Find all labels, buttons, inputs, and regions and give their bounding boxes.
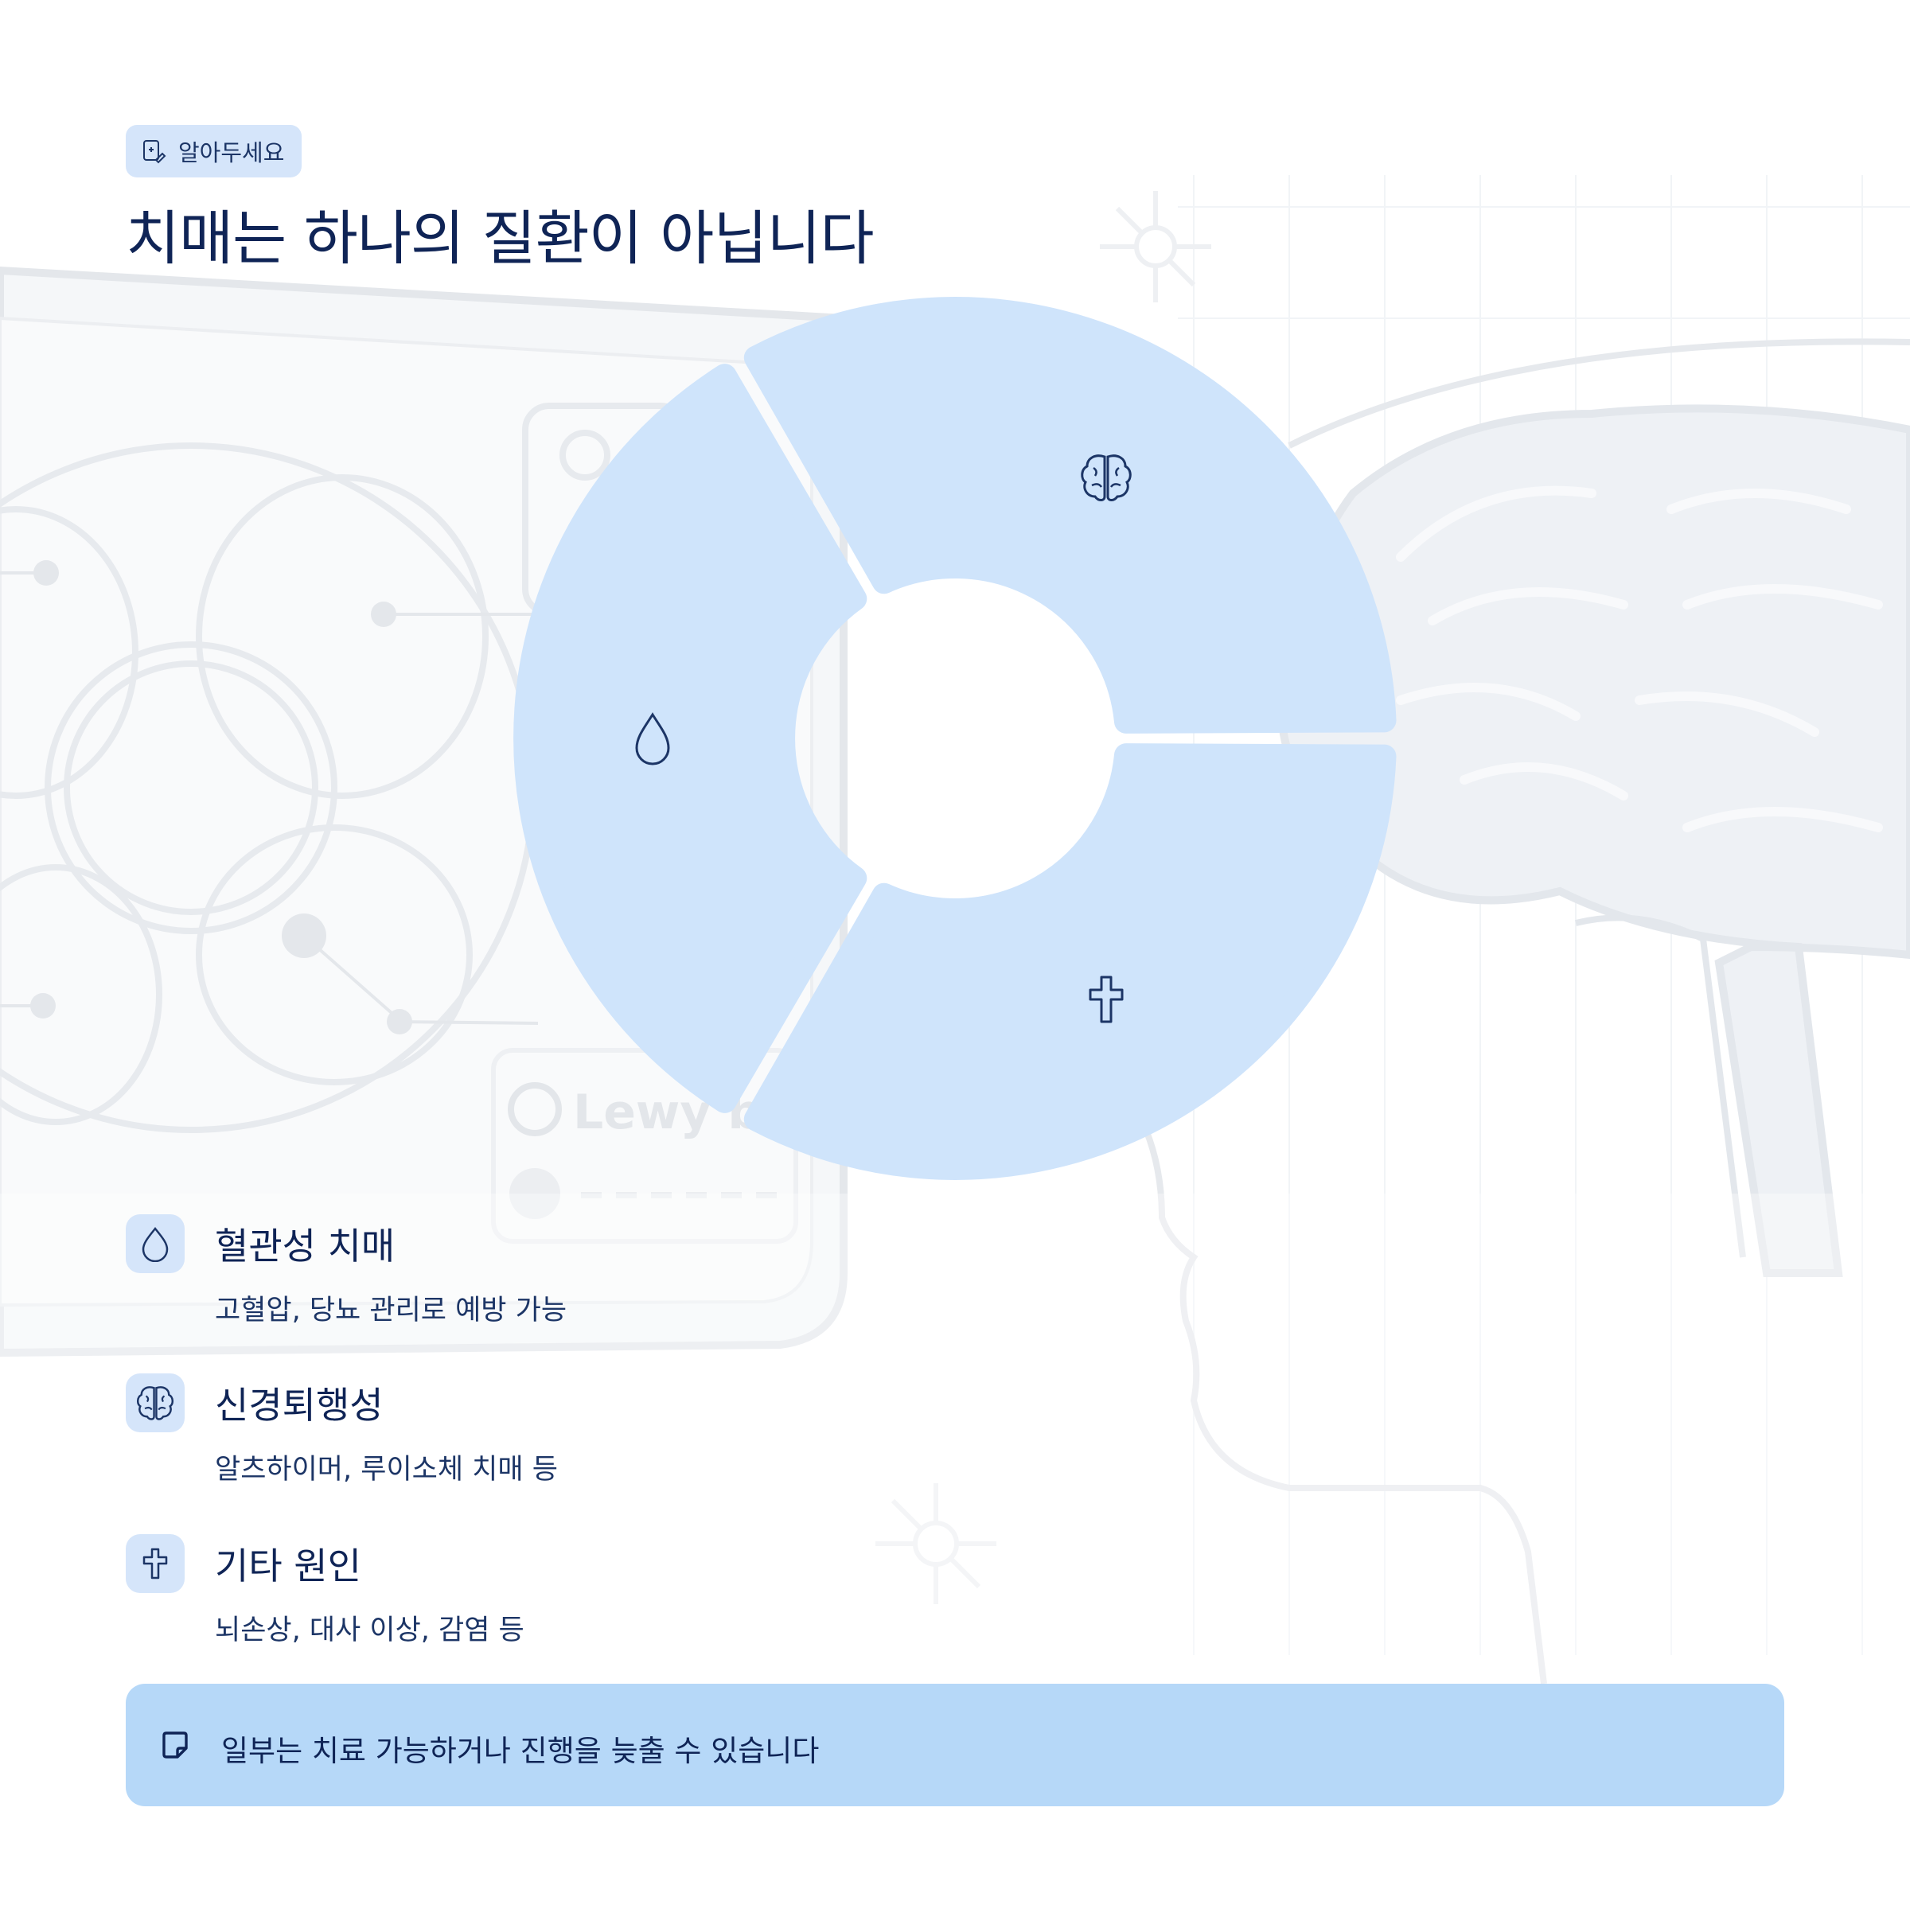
ring-icons — [635, 454, 1132, 1023]
item-title: 신경퇴행성 — [215, 1384, 384, 1427]
medical-document-icon — [143, 140, 166, 164]
item-icon-box — [126, 1534, 185, 1593]
ring-brain-icon — [1081, 454, 1132, 501]
item-title: 혈관성 치매 — [215, 1225, 396, 1268]
item-desc: 고혈압, 당뇨 관리로 예방 가능 — [215, 1295, 567, 1326]
sticky-note-icon — [162, 1731, 188, 1759]
badge-label: 알아두세요 — [178, 139, 285, 166]
droplet-icon — [142, 1226, 169, 1262]
item-title: 기타 원인 — [215, 1544, 361, 1587]
item-desc: 뇌손상, 대사 이상, 감염 등 — [215, 1615, 524, 1646]
note-text: 일부는 치료 가능하거나 진행을 늦출 수 있습니다 — [221, 1734, 820, 1768]
ring-segment-1 — [513, 364, 867, 1113]
page-title: 치매는 하나의 질환이 아닙니다 — [126, 204, 875, 273]
ring-segment-2 — [743, 297, 1397, 734]
item-icon-box — [126, 1214, 185, 1273]
background-head-profile — [1143, 338, 1910, 1685]
item-desc: 알츠하이머, 루이소체 치매 등 — [215, 1454, 558, 1486]
brain-icon — [137, 1386, 173, 1420]
background-neurons — [875, 191, 1211, 1604]
item-icon-box — [126, 1373, 185, 1432]
ring-segments — [513, 297, 1397, 1180]
ring-segment-3 — [743, 743, 1397, 1180]
ring-cross-icon — [1089, 976, 1124, 1023]
notice-badge: 알아두세요 — [126, 125, 302, 177]
cross-icon — [142, 1548, 168, 1579]
ring-droplet-icon — [635, 712, 670, 765]
note-banner: 일부는 치료 가능하거나 진행을 늦출 수 있습니다 — [126, 1684, 1784, 1806]
